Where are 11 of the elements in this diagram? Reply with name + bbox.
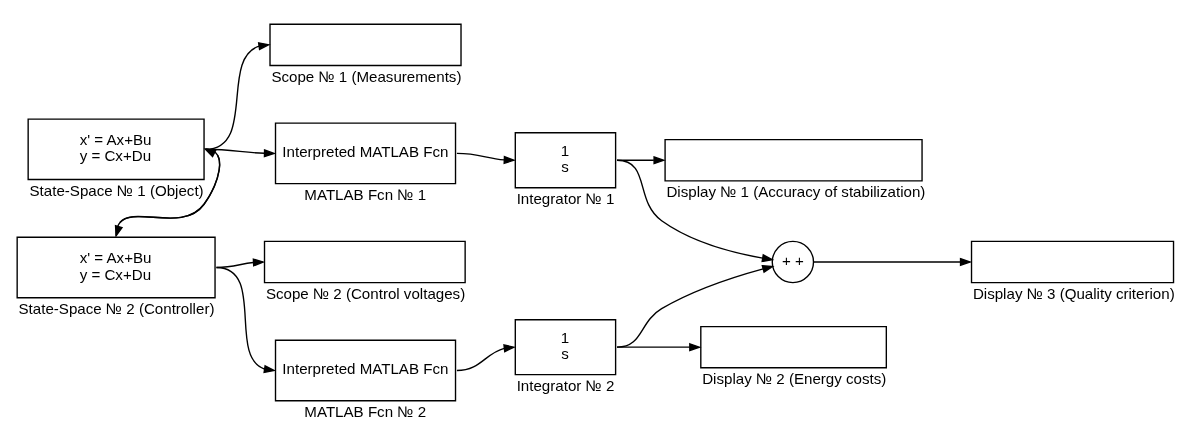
node-label: Integrator № 2 <box>516 376 615 394</box>
node-label: State-Space № 1 (Object) <box>29 181 204 199</box>
node-label: State-Space № 2 (Controller) <box>18 299 215 317</box>
node-label: Scope № 2 (Control voltages) <box>265 284 466 302</box>
node-label: MATLAB Fcn № 2 <box>304 402 427 420</box>
node-label: MATLAB Fcn № 1 <box>304 185 427 203</box>
node-label: Display № 2 (Energy costs) <box>702 369 887 387</box>
node-label: Display № 1 (Accuracy of stabilization) <box>666 182 926 200</box>
node-label: Scope № 1 (Measurements) <box>271 67 462 85</box>
node-label: Integrator № 1 <box>516 189 615 207</box>
node-label: Display № 3 (Quality criterion) <box>972 284 1175 302</box>
